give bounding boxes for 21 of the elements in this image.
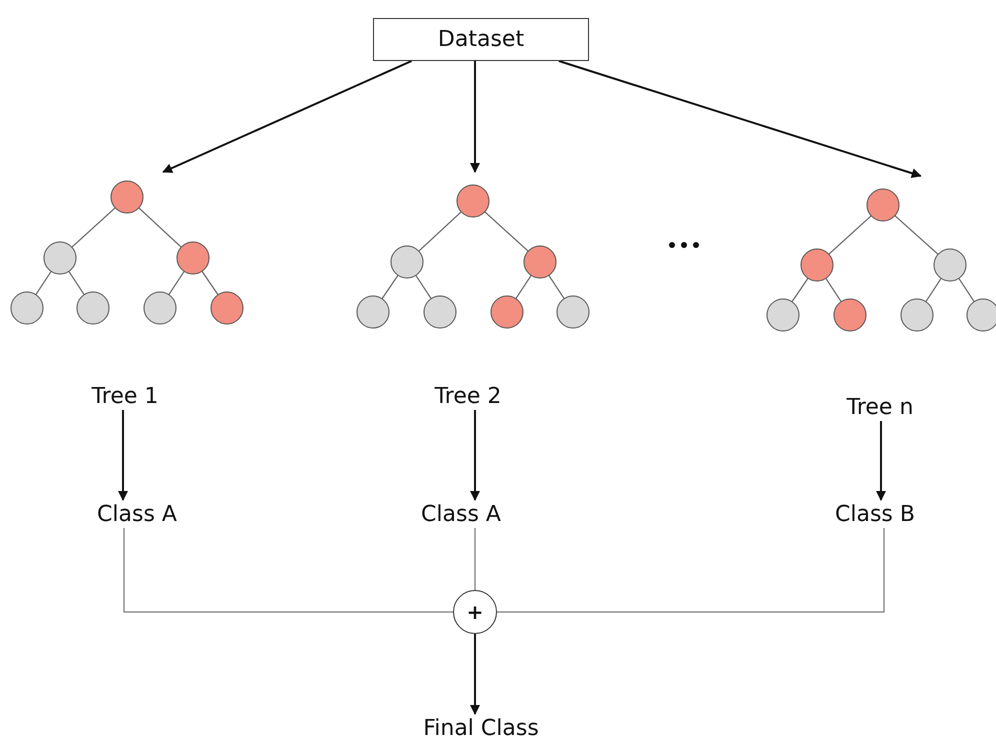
dataset-box	[373, 18, 589, 61]
arrow	[558, 60, 922, 178]
connector-line	[124, 528, 454, 612]
node-label: Class A	[97, 502, 177, 526]
node-label: Final Class	[423, 716, 539, 740]
node-label: Tree 2	[434, 384, 502, 408]
node-label: Dataset	[438, 27, 524, 52]
arrow	[470, 410, 480, 501]
arrow	[470, 634, 480, 715]
node-label: Class B	[835, 502, 915, 526]
node-label: Class A	[421, 502, 501, 526]
combine-circle	[453, 590, 497, 634]
arrow	[118, 410, 128, 501]
connector-line	[474, 528, 476, 590]
node-label: Tree n	[846, 394, 914, 420]
arrow	[470, 61, 480, 173]
node-label: Tree 1	[92, 384, 158, 408]
plus-sign: +	[466, 600, 484, 624]
connector-line	[496, 528, 884, 612]
arrow	[162, 60, 412, 173]
arrow	[876, 421, 886, 501]
